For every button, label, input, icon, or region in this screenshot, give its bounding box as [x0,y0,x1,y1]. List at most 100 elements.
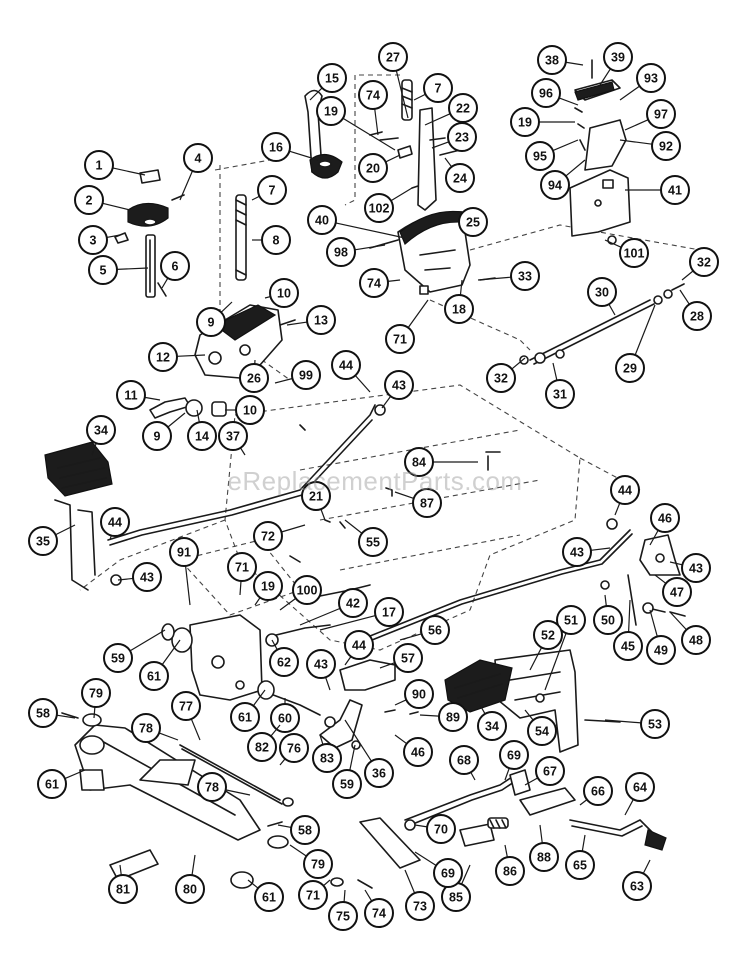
callout-44: 44 [100,507,130,541]
callout-number: 86 [503,865,517,879]
callout-46: 46 [649,503,680,546]
callout-number: 23 [455,131,469,145]
callout-circle [291,360,321,390]
left-pedal-rod-assembly [44,404,386,591]
callout-leader [167,412,186,428]
callout-62: 62 [269,639,299,677]
callout-circle [326,237,356,267]
callout-circle [533,620,563,650]
callout-number: 2 [86,194,93,208]
rod-56-assembly [319,529,633,750]
callout-number: 43 [689,562,703,576]
callout-number: 54 [535,725,549,739]
callout-91: 91 [169,537,199,606]
callout-circle [646,99,676,129]
callout-100: 100 [279,575,322,611]
callout-number: 73 [413,900,427,914]
callout-number: 70 [434,823,448,837]
callout-number: 94 [548,179,562,193]
callout-leader [286,321,308,326]
callout-92: 92 [619,131,681,161]
callout-number: 22 [456,102,470,116]
callout-circle [510,107,540,137]
callout-84: 84 [404,447,478,477]
callout-number: 74 [366,89,380,103]
callout-51: 51 [544,605,586,691]
callout-circle [196,307,226,337]
axle-assembly [61,712,294,889]
callout-1: 1 [84,150,146,180]
callout-circle [261,132,291,162]
callout-number: 10 [277,287,291,301]
callout-71: 71 [298,879,331,910]
callout-number: 19 [518,116,532,130]
callout-number: 10 [243,404,257,418]
callout-number: 17 [382,606,396,620]
callout-43: 43 [306,649,336,691]
callout-leader [220,301,233,313]
callout-circle [438,702,468,732]
callout-leader [335,222,406,239]
callout-circle [610,475,640,505]
callout-circle [28,698,58,728]
callout-number: 24 [453,172,467,186]
callout-leader [539,824,543,844]
callout-93: 93 [619,63,666,101]
callout-number: 84 [412,456,426,470]
callout-number: 34 [485,720,499,734]
callout-circle [257,175,287,205]
callout-number: 28 [690,310,704,324]
callout-95: 95 [525,139,579,171]
callout-leader [281,524,306,533]
callout-leader [399,633,422,641]
callout-leader [414,851,437,866]
callout-number: 16 [269,141,283,155]
callout-number: 36 [372,767,386,781]
callout-52: 52 [529,620,563,671]
spring-rod-assembly [235,194,247,281]
callout-number: 9 [208,316,215,330]
callout-leader [279,758,286,766]
callout-33: 33 [477,261,540,291]
callout-circle [527,716,557,746]
callout-number: 77 [179,700,193,714]
callout-number: 93 [644,72,658,86]
callout-circle [253,521,283,551]
callout-number: 43 [140,571,154,585]
callout-number: 53 [648,718,662,732]
callout-number: 47 [670,586,684,600]
callout-leader [56,714,76,719]
top-left-assembly [114,169,185,298]
callout-circle [625,772,655,802]
callout-9: 9 [196,301,233,337]
callout-17: 17 [319,597,404,631]
callout-32: 32 [681,247,719,281]
callout-43: 43 [562,537,611,567]
callout-number: 5 [100,264,107,278]
callout-73: 73 [404,869,435,921]
callout-leader [116,267,149,270]
callout-circle [86,415,116,445]
callout-circle [301,481,331,511]
callout-38: 38 [537,45,584,75]
callout-leader [289,844,307,857]
callout-circle [412,488,442,518]
callout-circle [359,268,389,298]
callout-leader [565,159,586,177]
callout-13: 13 [286,305,336,335]
callout-19: 19 [316,96,396,151]
callout-circle [384,370,414,400]
callout-leader [581,834,586,852]
callout-leader [91,442,97,456]
callout-61: 61 [139,639,181,691]
callout-circle [613,631,643,661]
callout-number: 55 [366,536,380,550]
callout-number: 8 [273,234,280,248]
callout-circle [404,679,434,709]
callout-37: 37 [218,421,248,456]
callout-96: 96 [531,78,579,108]
callout-number: 102 [369,202,390,216]
callout-number: 72 [261,530,275,544]
callout-34: 34 [86,415,116,456]
callout-leader [158,732,179,741]
